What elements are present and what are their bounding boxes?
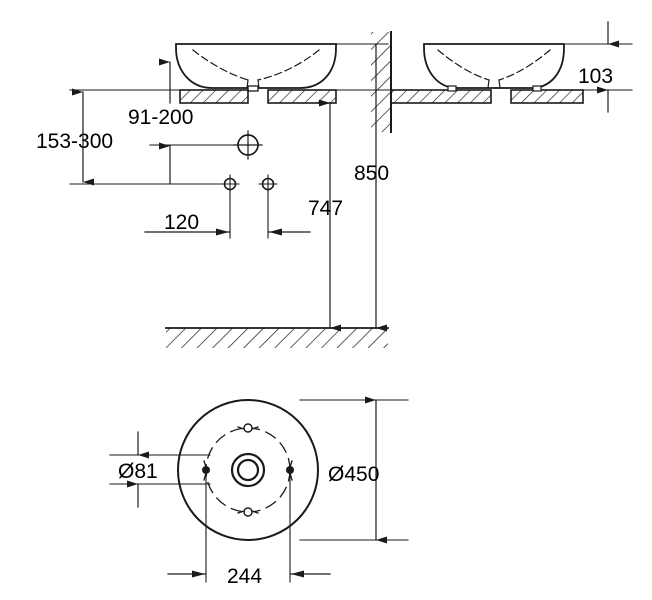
dim-label-244: 244: [227, 565, 262, 588]
floor-section: [165, 327, 389, 348]
dim-label-850: 850: [354, 162, 389, 185]
countertop-slab-front-right: [267, 89, 337, 104]
view-front-elevation: [69, 43, 393, 348]
dim-label-d81: Ø81: [118, 460, 158, 483]
dim-label-747: 747: [308, 197, 343, 220]
countertop-slab-front-left: [179, 89, 249, 104]
dimension-labels: 91-200 153-300 120 747 850 103 Ø81 Ø450 …: [36, 65, 613, 588]
drain-circles-plan: [230, 452, 266, 488]
countertop-slab-side-left: [390, 89, 492, 104]
basin-drain-stub-front: [247, 85, 259, 92]
basin-outline-side: [423, 43, 565, 89]
dim-label-91-200: 91-200: [128, 106, 193, 129]
basin-inner-dashed-side: [437, 49, 551, 89]
tap-hole-upper: [233, 130, 263, 160]
basin-outline-front: [175, 43, 337, 89]
dim-label-153-300: 153-300: [36, 130, 113, 153]
basin-inner-dashed-front: [192, 49, 320, 89]
wall-section: [371, 31, 392, 133]
countertop-slab-side-right: [510, 89, 584, 104]
view-side-section: [371, 21, 633, 133]
dim-label-d450: Ø450: [328, 463, 379, 486]
view-plan: [109, 396, 409, 583]
dim-label-120: 120: [164, 211, 199, 234]
dim-label-103: 103: [578, 65, 613, 88]
basin-fixing-stubs-side: [447, 85, 542, 92]
